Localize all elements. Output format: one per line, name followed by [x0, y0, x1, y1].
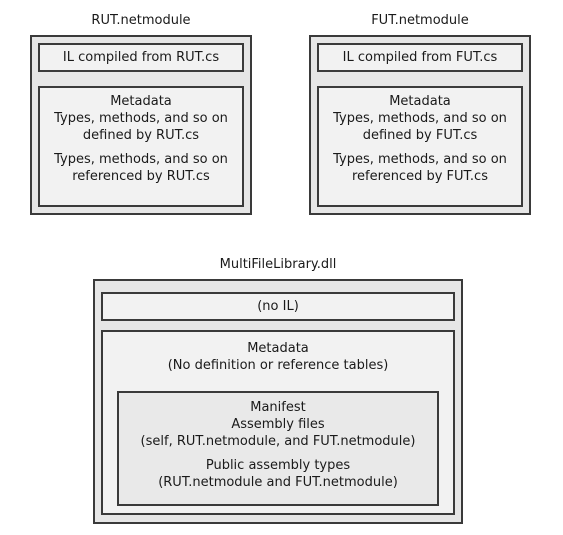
library-il-label: (no IL): [257, 299, 299, 314]
rut-referenced-line-1: Types, methods, and so on: [54, 152, 228, 167]
fut-il-box: IL compiled from FUT.cs: [317, 43, 523, 72]
library-il-box: (no IL): [101, 292, 455, 321]
fut-netmodule-box: IL compiled from FUT.cs Metadata Types, …: [309, 35, 531, 215]
rut-defined-line-1: Types, methods, and so on: [54, 111, 228, 126]
manifest-types-heading: Public assembly types: [205, 458, 351, 473]
library-metadata-box: Metadata (No definition or reference tab…: [101, 330, 455, 515]
rut-netmodule-title: RUT.netmodule: [91, 13, 191, 28]
rut-defined-line-2: defined by RUT.cs: [82, 128, 200, 143]
rut-referenced-line-2: referenced by RUT.cs: [72, 169, 210, 184]
fut-metadata-box: Metadata Types, methods, and so on defin…: [317, 86, 523, 207]
fut-referenced-line-1: Types, methods, and so on: [333, 152, 507, 167]
manifest-types-list: (RUT.netmodule and FUT.netmodule): [158, 475, 398, 490]
rut-metadata-box: Metadata Types, methods, and so on defin…: [38, 86, 244, 207]
fut-il-label: IL compiled from FUT.cs: [342, 50, 498, 65]
fut-metadata-heading: Metadata: [389, 94, 451, 109]
manifest-files-heading: Assembly files: [231, 417, 325, 432]
rut-netmodule-box: IL compiled from RUT.cs Metadata Types, …: [30, 35, 252, 215]
manifest-heading: Manifest: [250, 400, 306, 415]
fut-referenced-line-2: referenced by FUT.cs: [352, 169, 488, 184]
fut-defined-line-1: Types, methods, and so on: [333, 111, 507, 126]
library-box: (no IL) Metadata (No definition or refer…: [93, 279, 463, 524]
library-metadata-note: (No definition or reference tables): [167, 358, 389, 373]
manifest-box: Manifest Assembly files (self, RUT.netmo…: [117, 391, 439, 506]
library-title: MultiFileLibrary.dll: [219, 257, 337, 272]
fut-netmodule-title: FUT.netmodule: [371, 13, 469, 28]
rut-metadata-heading: Metadata: [110, 94, 172, 109]
manifest-files-list: (self, RUT.netmodule, and FUT.netmodule): [140, 434, 416, 449]
rut-il-box: IL compiled from RUT.cs: [38, 43, 244, 72]
rut-il-label: IL compiled from RUT.cs: [62, 50, 220, 65]
library-metadata-heading: Metadata: [247, 341, 309, 356]
fut-defined-line-2: defined by FUT.cs: [362, 128, 478, 143]
